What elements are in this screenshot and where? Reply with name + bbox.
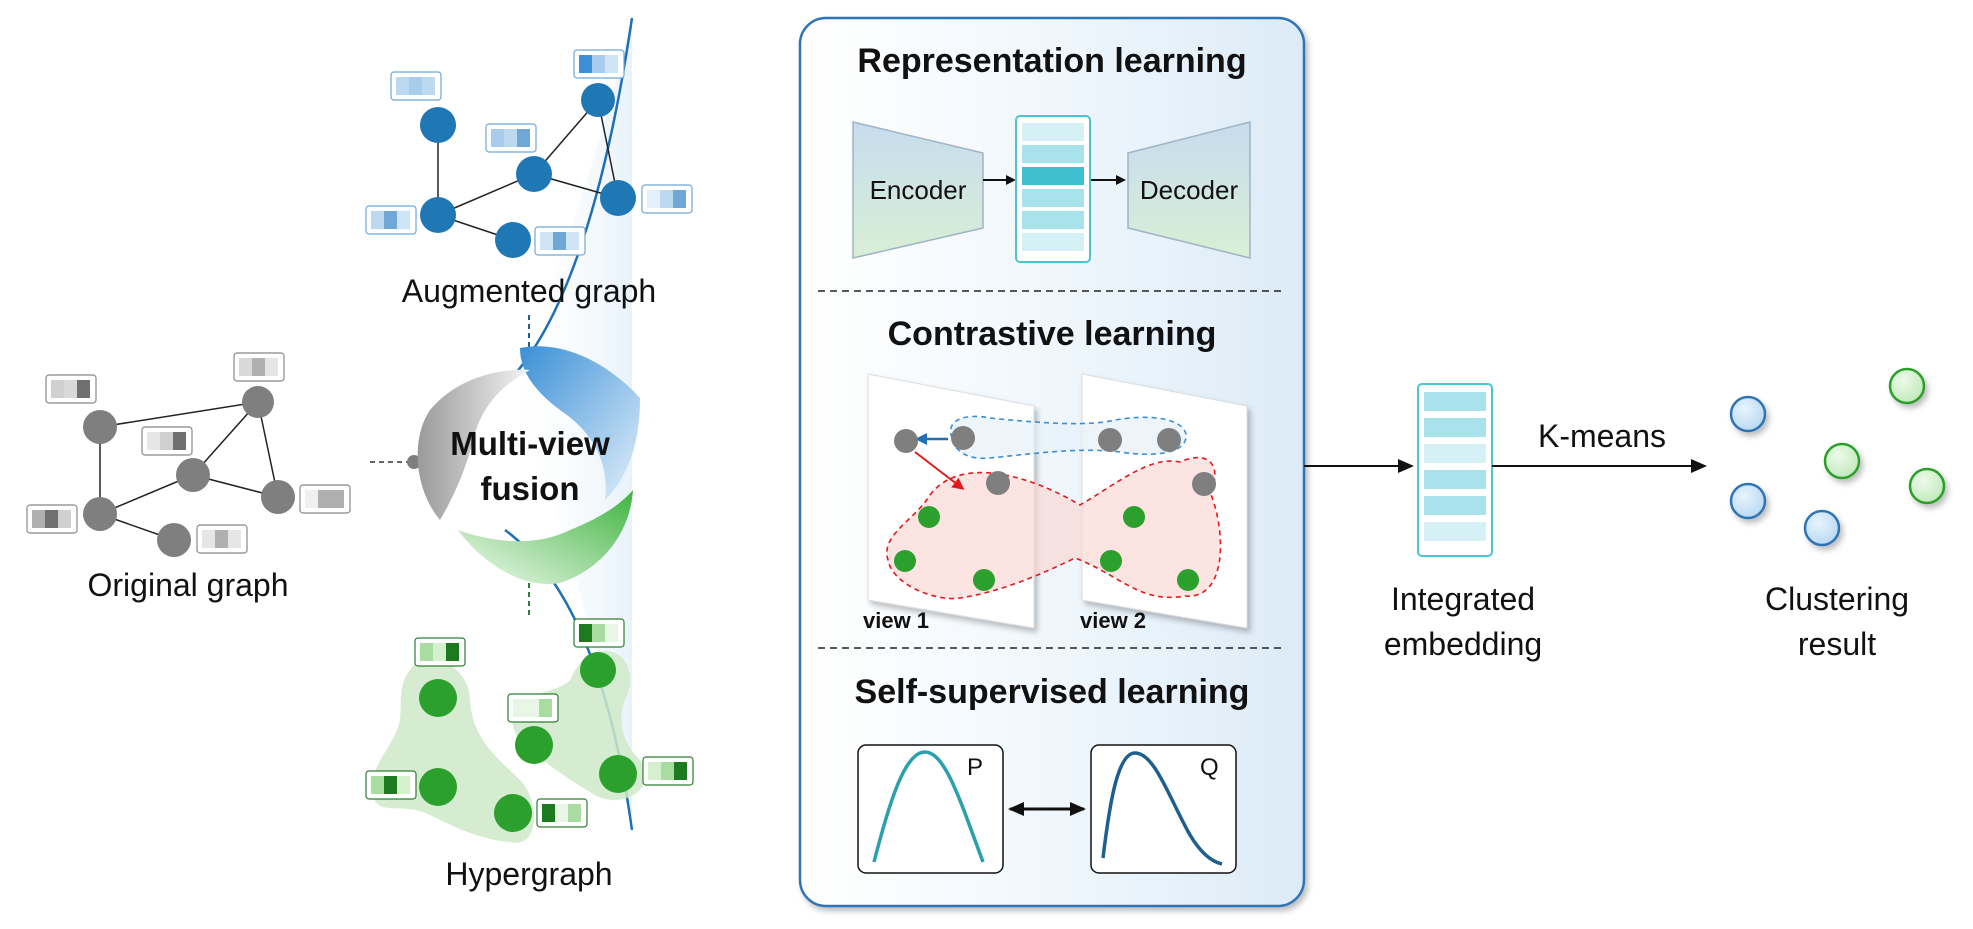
clustering-result-label-line1: Clustering bbox=[1765, 581, 1909, 617]
encoder-trapezoid bbox=[852, 121, 984, 259]
original-connector-dot bbox=[407, 455, 421, 469]
original-feature-box-5 bbox=[26, 504, 78, 534]
fusion-lobe-gray bbox=[417, 369, 530, 520]
hyper-feature-box-5 bbox=[642, 756, 694, 786]
kmeans-label: K-means bbox=[1538, 418, 1666, 454]
representation-learning-title: Representation learning bbox=[857, 42, 1246, 80]
hyper-feature-box-3 bbox=[507, 693, 559, 723]
augmented-feature-box-4 bbox=[641, 184, 693, 214]
fusion-lobe-green bbox=[458, 490, 633, 585]
fusion-label-line2: fusion bbox=[481, 470, 580, 507]
distribution-p-label: P bbox=[967, 754, 983, 781]
fusion-lobe-blue bbox=[520, 346, 640, 500]
view1-label: view 1 bbox=[863, 608, 929, 633]
original-feature-box-6 bbox=[196, 524, 248, 554]
original-graph-label: Original graph bbox=[88, 567, 289, 603]
contrastive-learning-title: Contrastive learning bbox=[888, 315, 1217, 353]
distribution-q-label: Q bbox=[1200, 754, 1219, 781]
augmented-feature-box-1 bbox=[390, 71, 442, 101]
augmented-feature-box-3 bbox=[485, 123, 537, 153]
integrated-embedding-label-line1: Integrated bbox=[1391, 581, 1535, 617]
distribution-q-box bbox=[1090, 744, 1237, 874]
positive-sample-arrow bbox=[914, 451, 965, 490]
distribution-p-curve bbox=[872, 750, 985, 863]
decoder-label: Decoder bbox=[1140, 175, 1239, 205]
augmented-feature-box-2 bbox=[573, 49, 625, 79]
hyper-feature-box-2 bbox=[573, 618, 625, 648]
negative-pair-region bbox=[949, 415, 1187, 460]
hyper-feature-box-1 bbox=[414, 637, 466, 667]
distribution-q-curve bbox=[1101, 751, 1223, 866]
hyper-feature-box-6 bbox=[536, 798, 588, 828]
augmented-feature-box-5 bbox=[365, 205, 417, 235]
original-feature-box-4 bbox=[299, 484, 351, 514]
augmented-graph bbox=[420, 83, 636, 258]
original-graph bbox=[83, 386, 295, 557]
original-feature-box-2 bbox=[233, 352, 285, 382]
augmented-feature-box-6 bbox=[534, 226, 586, 256]
hypergraph bbox=[371, 651, 646, 843]
clustering-result-points bbox=[1729, 367, 1946, 547]
hyper-feature-box-4 bbox=[365, 770, 417, 800]
view2-label: view 2 bbox=[1080, 608, 1146, 633]
latent-embedding bbox=[1015, 115, 1091, 263]
encoder-label: Encoder bbox=[870, 175, 967, 205]
fusion-label-line1: Multi-view bbox=[450, 425, 610, 462]
original-feature-box-3 bbox=[141, 426, 193, 456]
decoder-trapezoid bbox=[1127, 121, 1251, 259]
distribution-p-box bbox=[857, 744, 1004, 874]
clustering-result-label-line2: result bbox=[1798, 626, 1876, 662]
positive-pair-region bbox=[886, 456, 1222, 600]
contrastive-nodes bbox=[894, 426, 1216, 591]
self-supervised-learning-title: Self-supervised learning bbox=[855, 673, 1250, 711]
integrated-embedding-label-line2: embedding bbox=[1384, 626, 1542, 662]
hypergraph-label: Hypergraph bbox=[445, 856, 612, 892]
integrated-embedding-vector bbox=[1417, 383, 1493, 557]
augmented-graph-label: Augmented graph bbox=[402, 273, 656, 309]
original-feature-box-1 bbox=[45, 374, 97, 404]
